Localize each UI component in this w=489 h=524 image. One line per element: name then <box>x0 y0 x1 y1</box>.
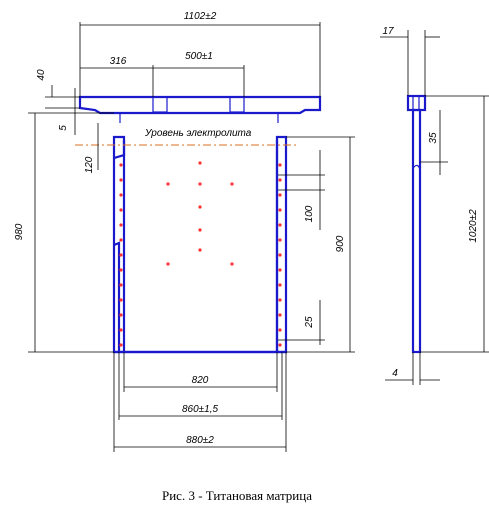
electrolyte-level-label: Уровень электролита <box>144 128 252 139</box>
dim-25: 25 <box>304 316 315 329</box>
dim-100: 100 <box>304 205 315 222</box>
edge-hole <box>278 223 282 227</box>
edge-hole <box>119 328 123 332</box>
dim-40: 40 <box>36 69 47 81</box>
center-hole <box>198 161 202 165</box>
dim-500: 500±1 <box>185 51 213 62</box>
edge-holes <box>119 163 282 347</box>
edge-hole <box>278 343 282 347</box>
dim-820: 820 <box>192 375 209 386</box>
center-hole <box>198 228 202 232</box>
edge-hole <box>119 238 123 242</box>
edge-hole <box>119 343 123 347</box>
side-view <box>380 30 489 385</box>
center-hole <box>230 182 234 186</box>
dim-5: 5 <box>58 125 69 131</box>
edge-hole <box>119 178 123 182</box>
center-hole <box>198 205 202 209</box>
side-top-block <box>406 94 427 112</box>
edge-hole <box>119 223 123 227</box>
edge-hole <box>278 238 282 242</box>
top-bar <box>78 95 322 115</box>
edge-hole <box>278 298 282 302</box>
dim-120: 120 <box>84 156 95 173</box>
figure-caption: Рис. 3 - Титановая матрица <box>162 488 312 503</box>
edge-hole <box>119 298 123 302</box>
edge-hole <box>278 208 282 212</box>
dim-1102: 1102±2 <box>184 11 217 22</box>
edge-hole <box>278 163 282 167</box>
center-hole <box>198 248 202 252</box>
edge-hole <box>278 313 282 317</box>
center-hole <box>230 262 234 266</box>
edge-hole <box>119 313 123 317</box>
edge-hole <box>119 253 123 257</box>
dim-4: 4 <box>392 368 398 379</box>
hook-right <box>229 96 245 113</box>
dimension-lines <box>28 22 355 452</box>
edge-hole <box>278 328 282 332</box>
matrix-plate <box>112 135 288 354</box>
edge-hole <box>278 268 282 272</box>
edge-hole <box>278 193 282 197</box>
dim-980: 980 <box>14 223 25 240</box>
front-view <box>75 95 322 354</box>
center-hole <box>198 182 202 186</box>
center-holes <box>166 161 234 266</box>
edge-hole <box>278 283 282 287</box>
edge-hole <box>119 268 123 272</box>
edge-hole <box>119 283 123 287</box>
edge-hole <box>119 193 123 197</box>
edge-hole <box>119 163 123 167</box>
hook-left <box>152 96 168 113</box>
center-hole <box>166 182 170 186</box>
edge-hole <box>278 253 282 257</box>
side-plate <box>411 108 422 354</box>
edge-hole <box>278 178 282 182</box>
dim-900: 900 <box>335 235 346 252</box>
dim-880: 880±2 <box>186 435 214 446</box>
edge-hole <box>119 208 123 212</box>
dim-35: 35 <box>428 132 439 144</box>
dim-1020: 1020±2 <box>468 209 479 243</box>
dim-316: 316 <box>110 56 127 67</box>
dim-17: 17 <box>382 26 394 37</box>
dim-860: 860±1,5 <box>182 404 219 415</box>
center-hole <box>166 262 170 266</box>
